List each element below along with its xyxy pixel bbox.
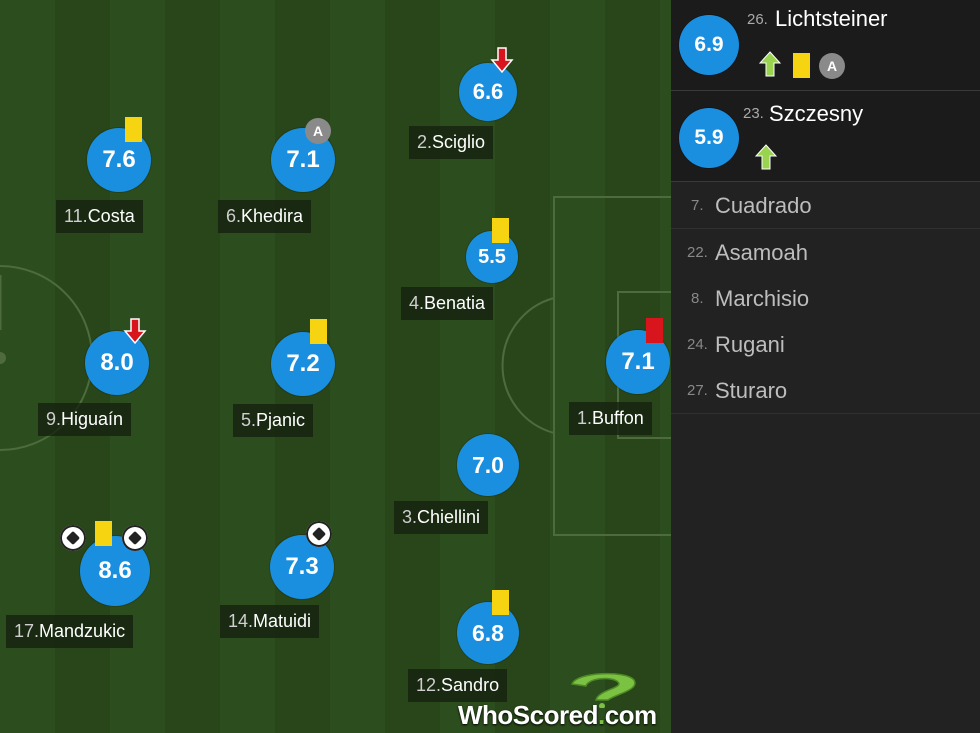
shirt-number: 11. — [64, 206, 88, 226]
shirt-number: 2. — [417, 132, 433, 152]
player-name: Rugani — [715, 332, 785, 357]
goal-ball-icon — [306, 521, 332, 547]
pitch: 7.6 11.Costa 7.1 A 6.Khedira 6.6 2.Scigl… — [0, 0, 671, 733]
subbed-on-arrow-icon — [755, 144, 777, 170]
shirt-number: 1. — [577, 408, 593, 428]
subbed-on-arrow-icon — [759, 51, 781, 77]
player-name-label: 11.Costa — [56, 200, 143, 233]
player-name: Pjanic — [256, 410, 306, 430]
player-name: Marchisio — [715, 286, 810, 311]
shirt-number: 24. — [687, 336, 708, 353]
shirt-number: 6. — [226, 206, 242, 226]
player-name-label: 12.Sandro — [408, 669, 508, 702]
shirt-number: 8. — [691, 290, 704, 307]
substitute-lichtsteiner[interactable]: 6.9 26. Lichtsteiner A — [671, 0, 980, 91]
shirt-number: 26. — [747, 11, 768, 28]
player-name: Chiellini — [417, 507, 481, 527]
yellow-card-icon — [492, 218, 509, 243]
rating-badge: 5.5 — [466, 231, 518, 283]
shirt-number: 12. — [416, 675, 442, 695]
player-name: Szczesny — [769, 101, 864, 126]
shirt-number: 14. — [228, 611, 254, 631]
substitutes-panel: 6.9 26. Lichtsteiner A 5.9 23. Szczesny … — [671, 0, 980, 733]
shirt-number: 4. — [409, 293, 425, 313]
whoscored-question-mark-icon — [571, 672, 636, 708]
player-name: Costa — [87, 206, 135, 226]
player-name: Sciglio — [432, 132, 486, 152]
player-name-label: 2.Sciglio — [409, 126, 494, 159]
rating-badge: 8.0 — [85, 331, 149, 395]
bench-player-rugani[interactable]: 24. Rugani — [671, 321, 980, 368]
player-name: Asamoah — [715, 240, 808, 265]
yellow-card-icon — [492, 590, 509, 615]
player-name: Lichtsteiner — [775, 6, 888, 31]
bench-player-marchisio[interactable]: 8. Marchisio — [671, 275, 980, 322]
yellow-card-icon — [95, 521, 112, 546]
rating-badge: 7.0 — [457, 434, 519, 496]
player-name: Sandro — [441, 675, 500, 695]
player-name: Buffon — [592, 408, 644, 428]
player-name: Benatia — [424, 293, 486, 313]
player-name: Khedira — [241, 206, 304, 226]
player-name-label: 9.Higuaín — [38, 403, 132, 436]
rating-badge: 5.9 — [679, 108, 739, 168]
player-name: Higuaín — [61, 409, 124, 429]
captain-icon: A — [819, 53, 845, 79]
shirt-number: 23. — [743, 105, 764, 122]
shirt-number: 5. — [241, 410, 257, 430]
bench-player-asamoah[interactable]: 22. Asamoah — [671, 229, 980, 276]
goal-ball-icon — [60, 525, 86, 551]
rating-badge: 7.6 — [87, 128, 151, 192]
player-name: Mandzukic — [39, 621, 126, 641]
shirt-number: 7. — [691, 197, 704, 214]
player-name-label: 14.Matuidi — [220, 605, 320, 638]
red-card-icon — [646, 318, 663, 343]
yellow-card-icon — [125, 117, 142, 142]
player-name: Sturaro — [715, 378, 788, 403]
logo-suffix: com — [604, 700, 657, 730]
captain-icon: A — [305, 118, 331, 144]
subbed-off-arrow-icon — [490, 47, 514, 74]
yellow-card-icon — [310, 319, 327, 344]
goal-ball-icon — [122, 525, 148, 551]
shirt-number: 17. — [14, 621, 40, 641]
logo-dot: . — [597, 700, 605, 730]
shirt-number: 22. — [687, 244, 708, 261]
subbed-off-arrow-icon — [123, 318, 147, 345]
player-name-label: 6.Khedira — [218, 200, 312, 233]
player-name: Cuadrado — [715, 193, 812, 218]
bench-player-sturaro[interactable]: 27. Sturaro — [671, 367, 980, 414]
shirt-number: 9. — [46, 409, 62, 429]
player-name-label: 1.Buffon — [569, 402, 652, 435]
player-name: Matuidi — [253, 611, 312, 631]
player-name-label: 3.Chiellini — [394, 501, 489, 534]
player-name-label: 5.Pjanic — [233, 404, 314, 437]
shirt-number: 27. — [687, 382, 708, 399]
player-name-label: 4.Benatia — [401, 287, 494, 320]
player-name-label: 17.Mandzukic — [6, 615, 134, 648]
shirt-number: 3. — [402, 507, 418, 527]
logo-brand: WhoScored — [458, 700, 598, 730]
rating-badge: 6.8 — [457, 602, 519, 664]
yellow-card-icon — [793, 53, 810, 78]
rating-badge: 6.6 — [459, 63, 517, 121]
substitute-szczesny[interactable]: 5.9 23. Szczesny — [671, 91, 980, 182]
rating-badge: 6.9 — [679, 15, 739, 75]
whoscored-logo-text: WhoScored.com — [458, 700, 657, 731]
bench-player-cuadrado[interactable]: 7. Cuadrado — [671, 182, 980, 229]
